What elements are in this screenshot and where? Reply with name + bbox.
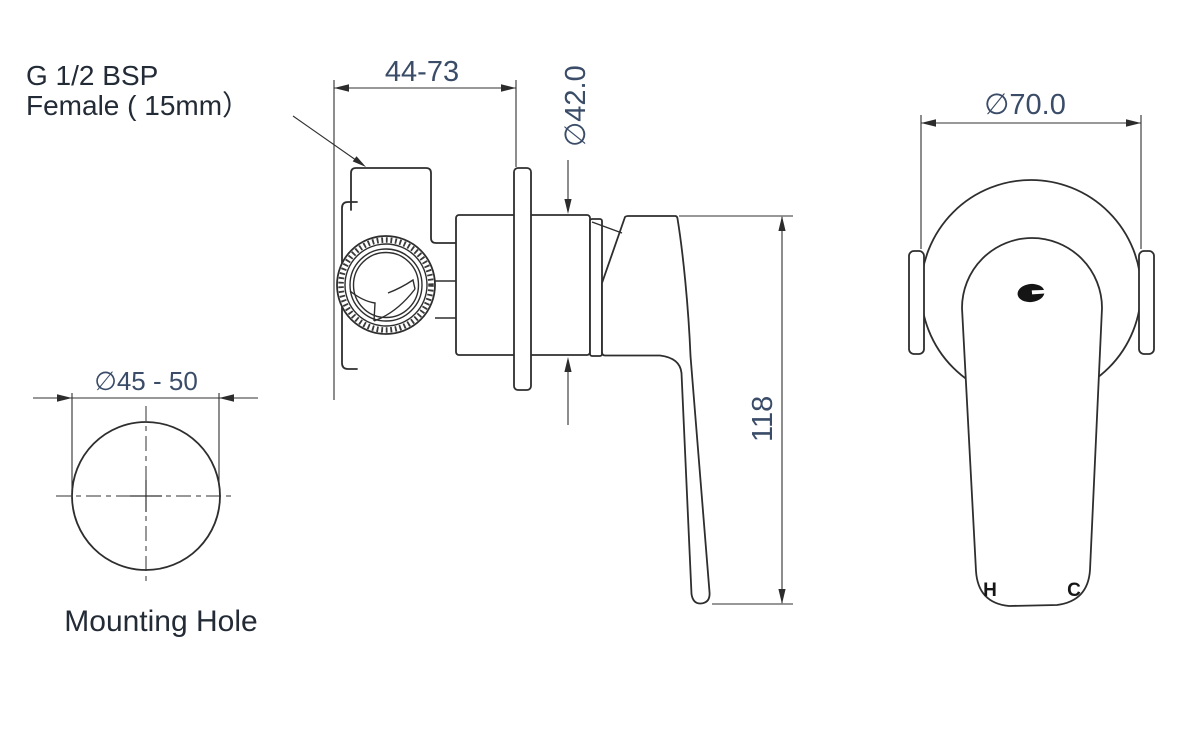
- arrowhead: [778, 589, 786, 604]
- logo-ellipse: [1017, 283, 1045, 303]
- mounting-hole-caption: Mounting Hole: [64, 605, 257, 638]
- wall-flange-plate: [513, 167, 532, 391]
- arrowhead: [334, 84, 349, 92]
- arrowhead: [57, 394, 72, 402]
- arrowhead: [778, 216, 786, 231]
- inlet-port-ring: [349, 248, 423, 322]
- dimension-trim-diameter: ∅42.0: [560, 65, 592, 425]
- inlet-port-inner-detail: [349, 290, 376, 322]
- dimension-mounting-hole: ∅45 - 50: [33, 366, 258, 492]
- arrowhead: [564, 357, 572, 372]
- front-view: ∅70.0 H C: [908, 89, 1155, 607]
- dimension-height: 118: [679, 215, 793, 605]
- leader-arrowhead: [352, 156, 366, 167]
- hot-marking: H: [983, 580, 997, 601]
- inlet-callout-line1: G 1/2 BSP: [26, 60, 158, 91]
- arrowhead: [921, 119, 936, 127]
- dim-faceplate-diameter-text: ∅70.0: [984, 89, 1066, 121]
- handle-side-profile: [601, 215, 711, 605]
- inlet-port-inner-detail: [387, 278, 416, 294]
- mounting-hole-view: ∅45 - 50 Mounting Hole: [33, 366, 258, 638]
- handle-collar: [589, 218, 603, 357]
- valve-body: [350, 167, 458, 244]
- arrowhead: [219, 394, 234, 402]
- inlet-port-ring: [344, 243, 428, 327]
- right-tab: [1138, 250, 1155, 355]
- logo-notch: [1031, 289, 1047, 295]
- dim-height-text: 118: [747, 396, 779, 442]
- dim-depth-text: 44-73: [385, 56, 459, 88]
- inlet-callout: G 1/2 BSP Female ( 15mm）: [26, 60, 366, 167]
- left-tab: [908, 250, 925, 355]
- dimension-depth: 44-73: [333, 56, 517, 400]
- dim-mounting-hole-text: ∅45 - 50: [94, 366, 198, 396]
- inlet-port-inner-detail: [373, 288, 416, 322]
- inlet-callout-line2: Female ( 15mm）: [26, 90, 250, 121]
- inlet-port-ring: [352, 251, 420, 319]
- cold-marking: C: [1067, 580, 1081, 601]
- handle-cap-detail-line: [591, 221, 623, 234]
- inlet-port: [336, 235, 436, 335]
- inlet-port-outer-ring: [336, 235, 436, 335]
- arrowhead: [501, 84, 516, 92]
- side-view: G 1/2 BSP Female ( 15mm） 44-73: [26, 56, 793, 605]
- handle-front: [961, 237, 1103, 607]
- dimension-faceplate-diameter: ∅70.0: [920, 89, 1142, 249]
- dim-trim-diameter-text: ∅42.0: [560, 65, 592, 147]
- inlet-port-thread-hatch: [338, 237, 434, 333]
- arrowhead: [564, 199, 572, 214]
- leader-line: [292, 115, 364, 166]
- logo-mark: [1017, 283, 1047, 303]
- arrowhead: [1126, 119, 1141, 127]
